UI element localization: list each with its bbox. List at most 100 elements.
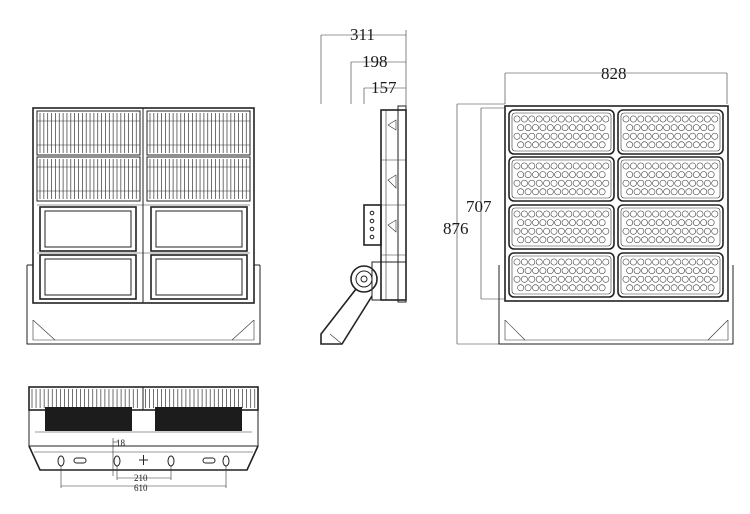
led-lens bbox=[517, 124, 525, 131]
led-lens bbox=[580, 227, 587, 235]
led-lens bbox=[667, 115, 674, 123]
led-lens bbox=[681, 115, 689, 123]
led-module-lens bbox=[620, 112, 721, 152]
led-lens bbox=[689, 179, 696, 187]
led-lens bbox=[550, 258, 558, 266]
led-lens bbox=[535, 227, 543, 235]
led-module bbox=[508, 252, 615, 298]
led-lens bbox=[532, 284, 539, 292]
led-lens bbox=[576, 219, 584, 226]
led-lens bbox=[648, 124, 656, 131]
led-lens bbox=[626, 124, 634, 131]
led-lens bbox=[550, 227, 558, 235]
led-lens bbox=[630, 162, 637, 170]
led-lens bbox=[550, 115, 558, 123]
led-lens bbox=[622, 275, 630, 283]
led-lens bbox=[633, 267, 641, 274]
led-lens bbox=[558, 258, 565, 266]
led-lens bbox=[670, 219, 678, 226]
led-lens bbox=[535, 132, 543, 140]
led-lens bbox=[561, 141, 569, 149]
led-lens bbox=[602, 210, 610, 218]
led-lens bbox=[663, 236, 671, 244]
led-lens bbox=[704, 210, 711, 218]
led-lens bbox=[674, 210, 682, 218]
led-lens bbox=[528, 132, 536, 140]
led-lens bbox=[591, 171, 599, 178]
led-lens bbox=[569, 188, 576, 196]
led-lens bbox=[667, 162, 674, 170]
led-lens bbox=[583, 219, 591, 226]
led-lens bbox=[685, 267, 693, 274]
led-lens bbox=[558, 210, 565, 218]
led-lens bbox=[622, 132, 630, 140]
led-lens bbox=[595, 115, 602, 123]
led-lens bbox=[707, 236, 715, 244]
led-lens bbox=[696, 258, 704, 266]
led-lens bbox=[602, 115, 610, 123]
led-lens bbox=[685, 236, 693, 244]
led-lens bbox=[521, 132, 528, 140]
led-lens bbox=[565, 275, 573, 283]
led-lens bbox=[583, 284, 591, 292]
led-lens bbox=[524, 188, 532, 196]
led-lens bbox=[641, 171, 648, 178]
dim-707-label: 707 bbox=[466, 197, 492, 216]
led-lens bbox=[576, 141, 584, 149]
led-lens bbox=[561, 267, 569, 274]
led-lens bbox=[630, 115, 637, 123]
led-lens bbox=[576, 267, 584, 274]
led-lens bbox=[685, 284, 693, 292]
led-lens bbox=[689, 227, 696, 235]
led-lens bbox=[670, 124, 678, 131]
led-lens bbox=[696, 179, 704, 187]
led-lens bbox=[659, 227, 667, 235]
led-lens bbox=[532, 219, 539, 226]
led-lens bbox=[663, 267, 671, 274]
led-lens bbox=[583, 236, 591, 244]
led-lens bbox=[517, 284, 525, 292]
dim-18-label: 18 bbox=[116, 438, 126, 448]
led-lens bbox=[670, 141, 678, 149]
led-lens bbox=[630, 258, 637, 266]
led-lens bbox=[667, 258, 674, 266]
led-lens bbox=[543, 210, 550, 218]
led-lens bbox=[580, 210, 587, 218]
led-lens bbox=[667, 210, 674, 218]
led-lens bbox=[554, 284, 562, 292]
led-lens bbox=[524, 219, 532, 226]
led-lens bbox=[546, 236, 554, 244]
led-lens bbox=[670, 188, 678, 196]
led-lens bbox=[532, 236, 539, 244]
led-lens bbox=[532, 267, 539, 274]
led-lens bbox=[707, 188, 715, 196]
led-lens bbox=[659, 210, 667, 218]
led-lens bbox=[565, 132, 573, 140]
led-lens bbox=[711, 275, 719, 283]
led-lens bbox=[707, 267, 715, 274]
led-lens bbox=[513, 179, 521, 187]
led-module-lens bbox=[620, 159, 721, 199]
led-lens bbox=[670, 236, 678, 244]
led-lens bbox=[572, 132, 580, 140]
led-lens bbox=[707, 124, 715, 131]
led-lens bbox=[644, 132, 652, 140]
led-module bbox=[508, 156, 615, 202]
led-lens bbox=[648, 267, 656, 274]
led-lens bbox=[681, 132, 689, 140]
led-lens bbox=[630, 179, 637, 187]
led-lens bbox=[633, 219, 641, 226]
led-lens bbox=[667, 132, 674, 140]
led-module-lens bbox=[620, 255, 721, 295]
led-lens bbox=[513, 132, 521, 140]
led-lens bbox=[663, 219, 671, 226]
led-lens bbox=[707, 219, 715, 226]
led-lens bbox=[554, 219, 562, 226]
led-module bbox=[617, 252, 724, 298]
led-lens bbox=[711, 132, 719, 140]
led-lens bbox=[561, 124, 569, 131]
led-lens bbox=[641, 188, 648, 196]
led-lens bbox=[681, 275, 689, 283]
led-lens bbox=[652, 210, 659, 218]
